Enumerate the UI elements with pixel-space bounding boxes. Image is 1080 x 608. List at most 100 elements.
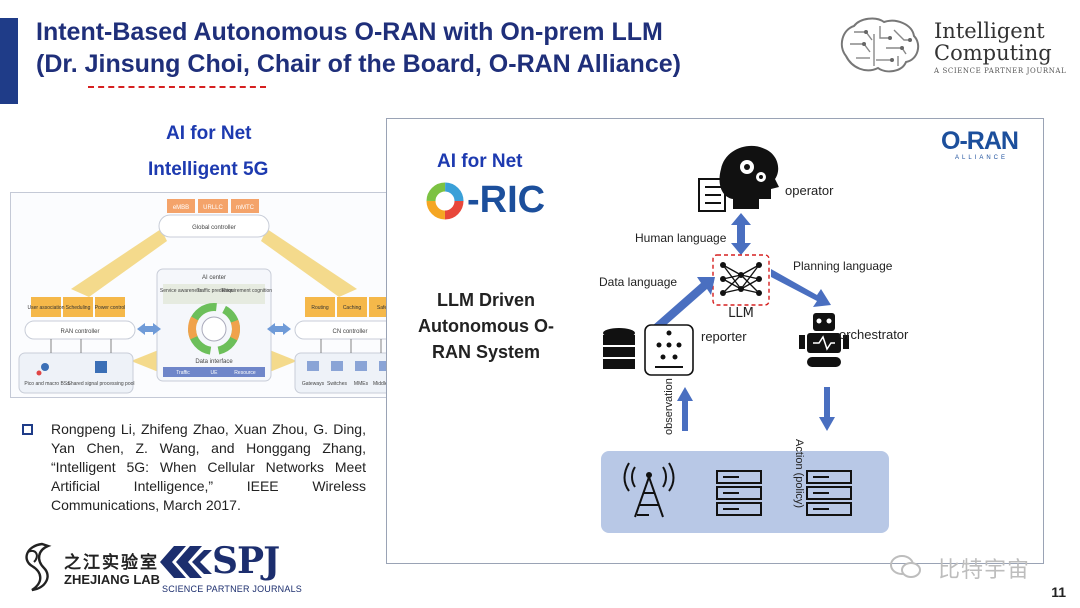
fn-box-caching [337,297,367,317]
slice-label-mmtc: mMTC [236,205,255,211]
ai-cycle-center [201,316,227,342]
ai-cycle-ring-orange [188,303,240,355]
right-ai-for-net: AI for Net [437,151,523,172]
llm-oran-panel: AI for Net -RIC LLM Driven Autonomous O-… [386,118,1044,564]
double-arrow-left-icon [137,323,161,335]
zhejiang-lab-mark-icon [25,542,52,592]
action-arrow-icon [819,387,835,431]
switch-icon [331,361,343,371]
observation-label: observation [663,378,675,435]
right-bottom-label-switches: Switches [327,381,348,387]
human-language-arrow-icon [731,213,751,255]
data-item-resource: Resource [234,370,256,376]
fn-box-user-association [31,297,61,317]
bs-icon [41,363,49,371]
operator-label: operator [785,183,834,198]
title-accent-bar [0,18,18,104]
wechat-icon [890,555,921,578]
ai-task-service: Service awareness [160,288,203,294]
title-line-1: Intent-Based Autonomous O-RAN with On-pr… [36,18,663,46]
cell-tower-icon [623,462,675,518]
fn-label-user-association: User association [28,305,65,311]
left-bottom-label-bs: Pico and macro BSs [24,381,70,387]
server-icon-1 [716,470,762,516]
oran-subtitle: ALLIANCE [955,155,1009,161]
zhejiang-lab-cn: 之江实验室 [64,553,159,572]
spj-word: SPJ [212,540,280,582]
slice-box-mmtc [231,199,259,213]
o-ric-ring-icon [426,182,464,220]
data-interface-label: Data interface [195,359,233,365]
reporter-icon [644,324,694,376]
ai-tasks-box [163,284,265,304]
reference-bullet-icon [22,424,33,435]
ran-controller-box [24,320,136,340]
server-icon-2 [806,470,852,516]
fn-label-routing: Routing [311,305,328,311]
title-line-2: (Dr. Jinsung Choi, Chair of the Board, O… [36,50,681,78]
fn-label-scheduling: Scheduling [66,305,91,311]
planning-language-arrow-icon [771,269,831,307]
llm-driven-caption: LLM Driven Autonomous O-RAN System [418,290,554,362]
o-ric-logo: -RIC [425,177,565,227]
gateway-icon [307,361,319,371]
planning-language-label: Planning language [793,259,893,273]
figure-diagram: eMBB URLLC mMTC Global controller AI cen… [18,199,410,394]
left-bottom-label-pool: Shared signal processing pool [68,381,135,387]
left-intelligent-5g: Intelligent 5G [148,159,269,180]
yellow-arrow-bottom-left [131,349,161,373]
zhejiang-lab-en: ZHEJIANG LAB [64,572,161,587]
oran-word: O-RAN [941,127,1019,155]
slice-label-embb: eMBB [173,205,189,211]
o-ric-text: -RIC [467,179,546,221]
ran-controller-label: RAN controller [60,329,99,335]
ic-line1: Intelligent [934,19,1045,43]
ran-infra-box [18,352,134,394]
fn-label-power-control: Power control [95,305,126,311]
orchestrator-label: orchestrator [839,327,909,342]
observation-arrow-icon [677,387,693,431]
cell-tower-top-icon [646,472,652,478]
ic-line2: Computing [934,41,1052,65]
cn-controller-label: CN controller [332,329,367,335]
page-number: 11 [1051,584,1066,600]
slice-box-urllc [198,199,228,213]
yellow-arrow-bottom-right [267,349,297,373]
architecture-diagram: LLM reporter orchestra [603,145,909,518]
mme-icon [355,361,367,371]
name-underline [88,86,266,88]
ic-text: Intelligent Computing A SCIENCE PARTNER … [934,20,1066,75]
operator-head-icon [719,145,779,209]
watermark-text: 比特宇宙 [938,557,1031,582]
ic-subtitle: A SCIENCE PARTNER JOURNAL [934,67,1067,75]
reference-text: Rongpeng Li, Zhifeng Zhao, Xuan Zhou, G.… [51,421,366,513]
data-language-label: Data language [599,275,678,289]
oran-alliance-logo: O-RAN ALLIANCE [941,127,1033,167]
slice-label-urllc: URLLC [203,205,223,211]
bs-icon-small [36,370,42,376]
data-item-ue: UE [211,370,219,376]
global-controller-label: Global controller [192,225,236,231]
brain-circuit-icon [840,17,920,73]
ai-center-label: AI center [202,275,226,281]
spj-logo: SPJ SCIENCE PARTNER JOURNALS [160,540,310,598]
fn-label-safety: Safety [377,305,392,311]
yellow-arrow-left [71,229,167,297]
fn-box-scheduling [63,297,93,317]
ai-task-requirement: Requirement cognition [222,288,272,294]
slice-box-embb [167,199,195,213]
global-controller-box [158,214,270,238]
llm-label: LLM [728,306,754,321]
right-bottom-label-mmes: MMEs [354,381,369,387]
slide-title: Intent-Based Autonomous O-RAN with On-pr… [36,16,681,80]
left-ai-for-net: AI for Net [166,123,252,144]
ai-task-traffic: Traffic prediction [197,288,234,294]
data-item-traffic: Traffic [176,370,190,376]
fn-label-caching: Caching [343,305,362,311]
intelligent-5g-figure: eMBB URLLC mMTC Global controller AI cen… [10,192,418,398]
middlebox-icon [379,361,391,371]
yellow-arrow-right [261,229,357,297]
spj-mark-icon [160,546,212,578]
double-arrow-right-icon [267,323,291,335]
orchestrator-robot-icon [799,313,849,367]
